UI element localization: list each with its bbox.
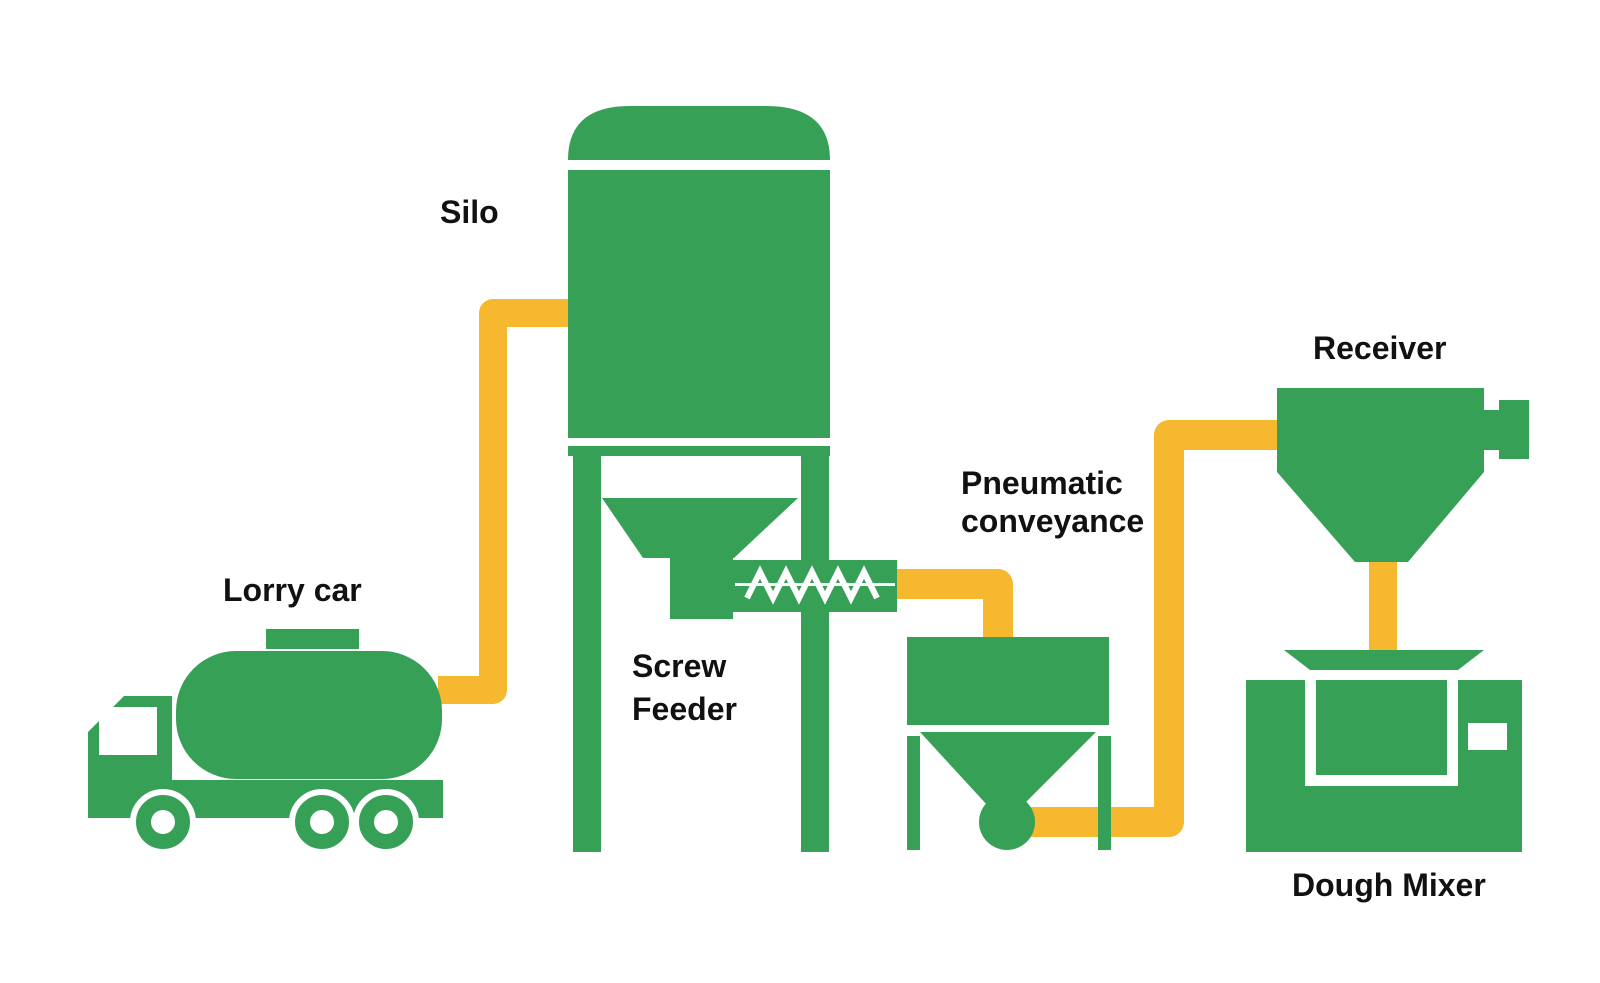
receiver-motor-cap [1499, 400, 1529, 459]
receiver-cone [1277, 472, 1484, 562]
lorry-car-icon [88, 629, 443, 855]
silo-outlet [670, 557, 733, 619]
label-screw-feeder-line1: Screw [632, 648, 727, 684]
mixer-bowl [1316, 680, 1447, 775]
tank-body [176, 651, 442, 779]
label-dough-mixer: Dough Mixer [1292, 867, 1486, 903]
screw-flights [744, 565, 880, 605]
tank-hatch [266, 629, 359, 649]
label-screw-feeder-line2: Feeder [632, 691, 737, 727]
silo-dome [568, 106, 830, 160]
screw-feeder-icon [733, 560, 897, 612]
silo-leg-right [801, 456, 829, 852]
label-pneumatic-line1: Pneumatic [961, 465, 1123, 501]
dough-mixer-icon [1246, 650, 1522, 852]
cab-window [99, 707, 157, 755]
hopper-top [907, 637, 1109, 725]
receiver-body [1277, 388, 1484, 472]
label-silo: Silo [440, 194, 499, 230]
receiver-motor [1484, 410, 1499, 450]
mixer-control-panel [1468, 723, 1507, 750]
pipe-feeder-to-hopper [890, 569, 1013, 640]
pneumatic-hopper-icon [907, 637, 1111, 850]
silo-icon [568, 106, 830, 852]
silo-body [568, 170, 830, 438]
pipe-lorry-to-silo [438, 299, 570, 704]
silo-band [568, 446, 830, 456]
mixer-funnel [1284, 650, 1484, 670]
label-pneumatic-line2: conveyance [961, 503, 1145, 539]
hopper-leg-left [907, 736, 920, 850]
hopper-cone [920, 732, 1096, 806]
hopper-leg-right [1098, 736, 1111, 850]
silo-leg-left [573, 456, 601, 852]
label-lorry-car: Lorry car [223, 572, 362, 608]
silo-cone [602, 498, 798, 558]
receiver-icon [1277, 388, 1529, 562]
label-receiver: Receiver [1313, 330, 1447, 366]
hopper-valve [979, 794, 1035, 850]
